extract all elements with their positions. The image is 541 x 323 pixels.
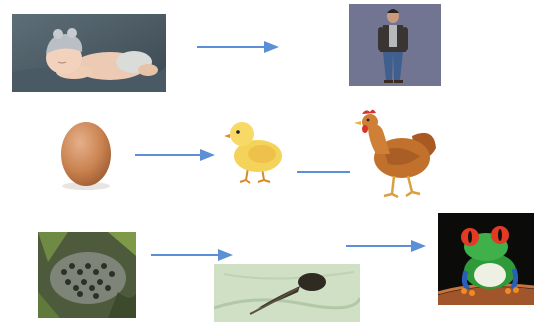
arrow-tadpole-to-frog [345,239,427,253]
frogspawn-photo [38,232,136,318]
sleeping-baby-photo [12,14,166,92]
hen-photo [350,104,440,200]
arrow-frogspawn-to-tadpole [150,248,234,262]
arrow-baby-to-man [196,40,280,54]
standing-man-photo [349,4,441,86]
frog-photo [438,213,534,305]
arrow-egg-to-chick [134,148,216,162]
tadpole-photo [214,264,360,322]
chick-photo [222,114,288,186]
egg-photo [40,112,132,192]
